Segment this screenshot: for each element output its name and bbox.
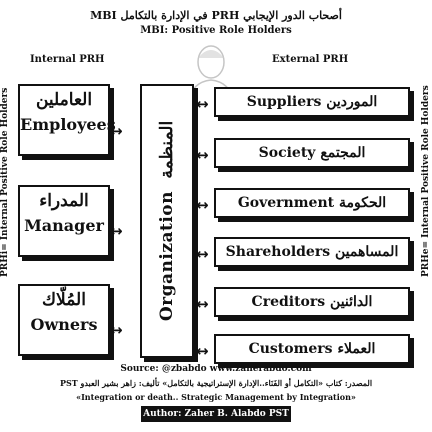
external-box-arabic: المجتمع bbox=[320, 145, 366, 161]
external-box-shareholders: Shareholders المساهمين bbox=[214, 237, 410, 267]
internal-heading: Internal PRH bbox=[30, 54, 105, 65]
internal-box-arabic: العاملين bbox=[35, 90, 93, 110]
external-box-arabic: العملاء bbox=[337, 341, 376, 357]
internal-box-english: Manager bbox=[24, 216, 104, 235]
internal-box-english: Owners bbox=[30, 315, 98, 334]
external-heading: External PRH bbox=[272, 54, 349, 65]
external-box-english: Shareholders bbox=[225, 244, 331, 260]
internal-box-employees: العاملين Employees bbox=[18, 84, 116, 156]
external-box-arabic: الموردين bbox=[326, 94, 378, 110]
footer-source: Source: @zbabdo www.zaherabdo.com bbox=[120, 364, 312, 374]
double-arrow-icon: ↔ bbox=[196, 245, 209, 263]
internal-box-arabic: المدراء bbox=[39, 191, 89, 211]
internal-box-manager: المدراء Manager bbox=[18, 185, 110, 257]
organization-box: Organization المنظمة bbox=[140, 84, 194, 358]
external-box-english: Creditors bbox=[251, 294, 326, 310]
external-box-english: Suppliers bbox=[246, 94, 322, 110]
external-box-arabic: المساهمين bbox=[334, 244, 399, 260]
double-arrow-icon: ↔ bbox=[196, 295, 209, 313]
double-arrow-icon: ↔ bbox=[196, 146, 209, 164]
external-box-creditors: Creditors الدائنين bbox=[214, 287, 410, 317]
external-box-government: Government الحكومة bbox=[214, 188, 410, 218]
external-box-society: Society المجتمع bbox=[214, 138, 410, 168]
double-arrow-icon: ↔ bbox=[196, 95, 209, 113]
side-label-right: PRHe= Internal Positive Role Holders bbox=[421, 85, 431, 277]
title-arabic: أصحاب الدور الإيجابي PRH في الإدارة بالت… bbox=[90, 9, 342, 22]
organization-english: Organization bbox=[157, 191, 177, 322]
organization-label: Organization المنظمة bbox=[157, 121, 177, 321]
double-arrow-icon: ↔ bbox=[196, 196, 209, 214]
organization-arabic: المنظمة bbox=[157, 120, 177, 179]
footer-reference-arabic: المصدر: كتاب «التكامل أو الفَنَاء..الإدا… bbox=[59, 378, 373, 388]
side-label-left: PRHi= Internal Positive Role Holders bbox=[0, 87, 10, 277]
double-arrow-icon: ↔ bbox=[110, 122, 123, 140]
internal-box-arabic: المُلّاك bbox=[42, 290, 86, 310]
external-box-suppliers: Suppliers الموردين bbox=[214, 87, 410, 117]
external-box-arabic: الدائنين bbox=[330, 294, 373, 310]
external-box-english: Government bbox=[237, 195, 335, 211]
external-box-english: Society bbox=[258, 145, 316, 161]
double-arrow-icon: ↔ bbox=[110, 222, 123, 240]
internal-box-owners: المُلّاك Owners bbox=[18, 284, 110, 356]
internal-box-english: Employees bbox=[20, 115, 116, 134]
title-english: MBI: Positive Role Holders bbox=[140, 25, 292, 36]
double-arrow-icon: ↔ bbox=[196, 342, 209, 360]
author-label: Author: Zaher B. Alabdo PST bbox=[141, 406, 291, 422]
external-box-arabic: الحكومة bbox=[338, 195, 387, 211]
double-arrow-icon: ↔ bbox=[110, 321, 123, 339]
footer-reference-english: «Integration or death.. Strategic Manage… bbox=[76, 392, 356, 402]
external-box-customers: Customers العملاء bbox=[214, 334, 410, 364]
external-box-english: Customers bbox=[248, 341, 333, 357]
